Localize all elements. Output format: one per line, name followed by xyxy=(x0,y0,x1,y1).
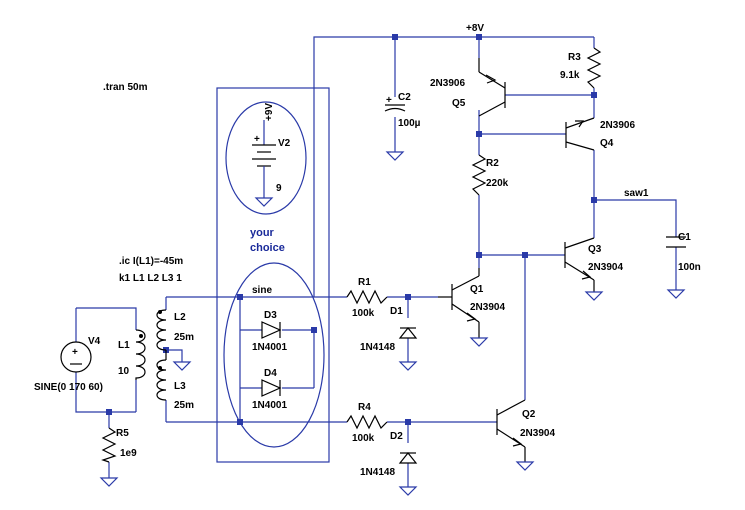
q2-model: 2N3904 xyxy=(520,428,555,439)
diode-d4: D4 1N4001 xyxy=(252,368,287,411)
inductor-l3: L3 25m xyxy=(156,350,194,411)
capacitor-c1: C1 100n xyxy=(666,232,701,299)
d2-value: 1N4148 xyxy=(360,467,395,478)
c2-plus: + xyxy=(386,95,392,106)
r1-ref: R1 xyxy=(358,277,371,288)
q1-ref: Q1 xyxy=(470,284,484,295)
l2-value: 25m xyxy=(174,332,194,343)
v2-plus-label: +9V xyxy=(264,103,275,121)
r2-value: 220k xyxy=(486,178,509,189)
r3-value: 9.1k xyxy=(560,70,580,81)
c1-ref: C1 xyxy=(678,232,691,243)
box-label-line2: choice xyxy=(250,242,285,254)
directive-ic: .ic I(L1)=-45m xyxy=(119,256,183,267)
resistor-r5: R5 1e9 xyxy=(99,427,137,487)
inductor-l1: L1 10 xyxy=(118,329,146,380)
r5-ref: R5 xyxy=(116,428,129,439)
l3-ref: L3 xyxy=(174,381,186,392)
l3-value: 25m xyxy=(174,400,194,411)
r4-ref: R4 xyxy=(358,402,371,413)
net-saw1: saw1 xyxy=(624,188,649,199)
diode-d1: D1 1N4148 xyxy=(360,306,418,371)
directive-tran: .tran 50m xyxy=(103,82,148,93)
d4-value: 1N4001 xyxy=(252,400,287,411)
d3-ref: D3 xyxy=(264,310,277,321)
directive-k: k1 L1 L2 L3 1 xyxy=(119,273,182,284)
r4-value: 100k xyxy=(352,433,375,444)
resistor-r3: R3 9.1k xyxy=(560,47,602,89)
transistor-q3: Q3 2N3904 xyxy=(564,237,623,301)
box-label-line1: your xyxy=(250,227,275,239)
r1-value: 100k xyxy=(352,308,375,319)
v4-value: SINE(0 170 60) xyxy=(34,382,103,393)
q1-model: 2N3904 xyxy=(470,302,505,313)
v2-value: 9 xyxy=(276,183,282,194)
q4-model: 2N3906 xyxy=(600,120,635,131)
source-v4: + V4 SINE(0 170 60) xyxy=(34,336,103,393)
net-sine: sine xyxy=(252,285,272,296)
net-vcc: +8V xyxy=(466,23,484,34)
q5-ref: Q5 xyxy=(452,98,466,109)
battery-v2: +9V + V2 9 xyxy=(252,103,291,207)
d1-ref: D1 xyxy=(390,306,403,317)
l1-ref: L1 xyxy=(118,340,130,351)
junction-dots xyxy=(106,34,597,425)
c1-value: 100n xyxy=(678,262,701,273)
capacitor-c2: + C2 100µ xyxy=(384,92,421,161)
diode-d2: D2 1N4148 xyxy=(360,431,418,496)
q3-ref: Q3 xyxy=(588,244,602,255)
transistor-q5: 2N3906 Q5 xyxy=(430,58,506,117)
l2-ref: L2 xyxy=(174,312,186,323)
transistor-q2: Q2 2N3904 xyxy=(496,399,555,471)
r2-ref: R2 xyxy=(486,158,499,169)
q4-ref: Q4 xyxy=(600,138,614,149)
d1-value: 1N4148 xyxy=(360,342,395,353)
q3-model: 2N3904 xyxy=(588,262,623,273)
inductor-l2: L2 25m xyxy=(156,309,194,351)
v4-ref: V4 xyxy=(88,336,101,347)
your-choice-box: your choice xyxy=(216,87,330,463)
c2-value: 100µ xyxy=(398,118,421,129)
r3-ref: R3 xyxy=(568,52,581,63)
d2-ref: D2 xyxy=(390,431,403,442)
r5-value: 1e9 xyxy=(120,448,137,459)
diode-d3: D3 1N4001 xyxy=(252,310,287,353)
transistor-q4: 2N3906 Q4 xyxy=(565,117,635,151)
d4-ref: D4 xyxy=(264,368,277,379)
c2-ref: C2 xyxy=(398,92,411,103)
v2-ref: V2 xyxy=(278,138,291,149)
resistor-r1: R1 100k xyxy=(346,277,388,319)
transistor-q1: Q1 2N3904 xyxy=(438,268,505,347)
ground-lcenter xyxy=(172,361,192,371)
q5-model: 2N3906 xyxy=(430,78,465,89)
resistor-r2: R2 220k xyxy=(471,154,509,196)
v2-plus-sign: + xyxy=(254,134,260,145)
resistor-r4: R4 100k xyxy=(346,402,388,444)
v4-plus: + xyxy=(72,347,78,358)
q2-ref: Q2 xyxy=(522,409,536,420)
d3-value: 1N4001 xyxy=(252,342,287,353)
l1-value: 10 xyxy=(118,366,130,377)
